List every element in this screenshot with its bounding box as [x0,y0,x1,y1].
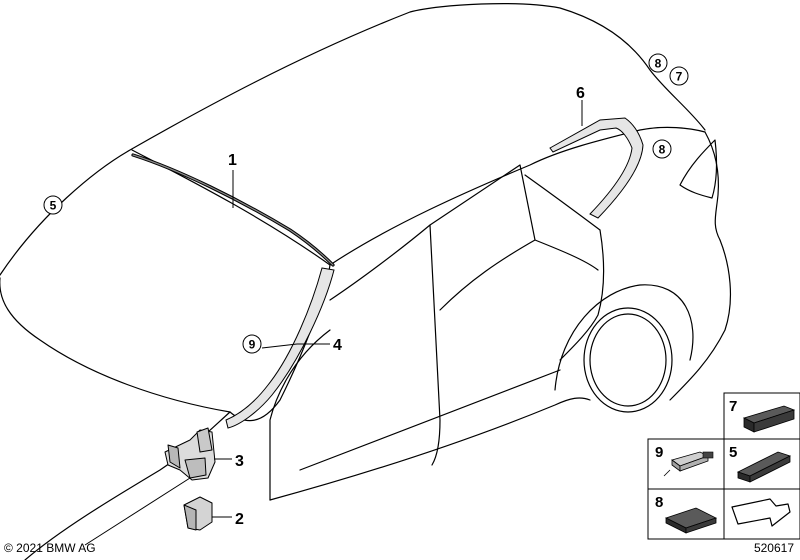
svg-text:5: 5 [729,444,737,461]
svg-text:7: 7 [729,398,737,415]
legend-cell-5: 5 [729,444,792,483]
circled-callout-8-side: 8 [652,139,672,159]
svg-text:7: 7 [676,70,683,84]
part-2-clip [183,496,213,531]
legend-cell-8: 8 [655,494,718,534]
svg-text:8: 8 [655,57,662,71]
svg-text:8: 8 [659,143,666,157]
part-6-rear-window-trim [549,117,644,219]
callout-1: 1 [228,152,237,169]
leader-lines [84,100,583,546]
callout-2: 2 [235,511,244,528]
circled-callout-7: 7 [669,66,689,86]
callout-4: 4 [333,337,342,354]
callout-6: 6 [576,85,585,102]
parts-legend-grid [647,392,800,540]
diagram-number: 520617 [753,541,794,555]
copyright-text: © 2021 BMW AG [4,541,96,555]
legend-cell-9: 9 [655,444,714,477]
car-body-outline [0,3,732,560]
circled-callout-9: 9 [242,334,262,354]
svg-text:5: 5 [50,199,57,213]
svg-text:9: 9 [249,338,256,352]
part-3-bracket [164,427,216,481]
svg-text:9: 9 [655,444,663,461]
callout-3: 3 [235,453,244,470]
direction-arrow-icon [731,498,791,527]
legend-cell-7: 7 [729,398,796,433]
part-4-a-pillar-trim [225,267,335,429]
circled-callout-8-top: 8 [648,53,668,73]
circled-callout-5: 5 [43,195,63,215]
svg-text:8: 8 [655,494,663,511]
